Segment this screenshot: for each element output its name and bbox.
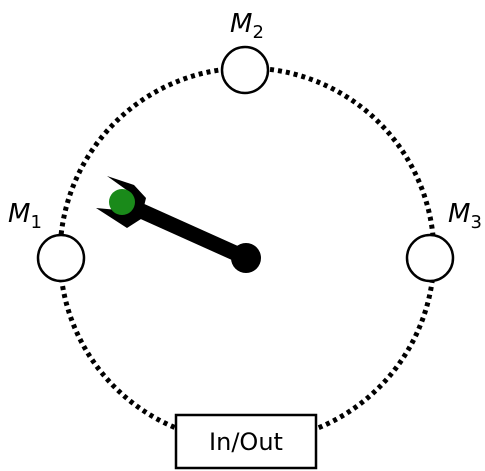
part-icon bbox=[109, 189, 135, 215]
machine-m2-node bbox=[220, 45, 270, 95]
machine-m1-index: 1 bbox=[30, 212, 41, 233]
machine-m1-label: M1 bbox=[8, 199, 42, 233]
robot-arm-icon bbox=[96, 176, 261, 273]
machine-m1-letter: M bbox=[8, 199, 30, 229]
robot-arm-link bbox=[125, 198, 249, 265]
machine-m3-label: M3 bbox=[448, 199, 482, 233]
machine-m3-node bbox=[405, 233, 455, 283]
machine-m2-letter: M bbox=[230, 9, 252, 39]
machine-m3: M3 bbox=[405, 199, 482, 283]
machine-m1: M1 bbox=[8, 199, 86, 283]
machine-m2-label: M2 bbox=[230, 9, 264, 43]
machine-m3-index: 3 bbox=[470, 212, 481, 233]
machine-m2: M2 bbox=[220, 9, 270, 95]
io-station: In/Out bbox=[174, 413, 318, 470]
machine-m2-index: 2 bbox=[252, 22, 263, 43]
io-station-label: In/Out bbox=[209, 428, 283, 456]
robot-arm-base bbox=[231, 243, 261, 273]
io-station-box bbox=[174, 413, 318, 470]
gripper-icon bbox=[96, 176, 146, 228]
machine-m1-node bbox=[36, 233, 86, 283]
machine-m3-letter: M bbox=[448, 199, 470, 229]
